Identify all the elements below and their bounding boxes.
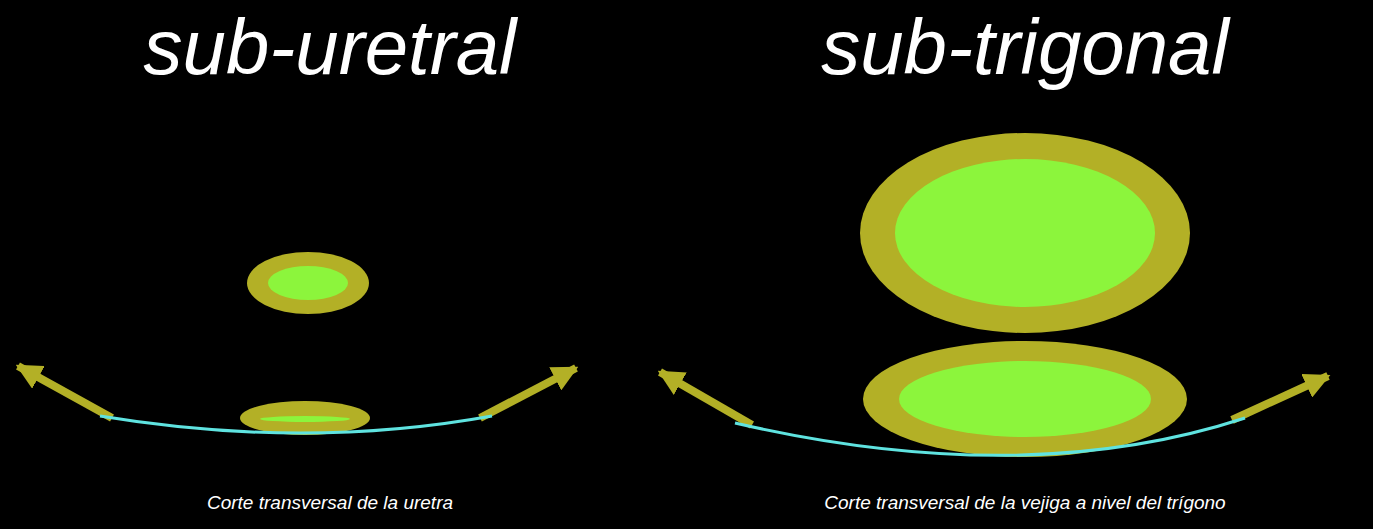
bladder-outer: [860, 133, 1190, 333]
sling-tape: [100, 416, 492, 433]
sling-arm: [660, 372, 752, 425]
sling-arm: [480, 368, 576, 418]
sling-tape: [735, 418, 1245, 455]
compressed-structure: [240, 401, 370, 435]
sling-arm: [18, 366, 112, 418]
sling-arm: [1232, 376, 1328, 420]
trigone-lumen: [899, 361, 1151, 437]
bladder-lumen: [895, 159, 1155, 307]
panel-caption: Corte transversal de la uretra: [10, 492, 650, 515]
panel-heading: sub-uretral: [10, 8, 650, 86]
compressed-lumen: [260, 416, 350, 422]
trigone-outer: [863, 341, 1187, 457]
urethra-lumen: [268, 266, 348, 300]
urethra-outer: [247, 252, 369, 314]
panel-caption: Corte transversal de la vejiga a nivel d…: [705, 492, 1345, 515]
panel-heading: sub-trigonal: [705, 8, 1345, 86]
